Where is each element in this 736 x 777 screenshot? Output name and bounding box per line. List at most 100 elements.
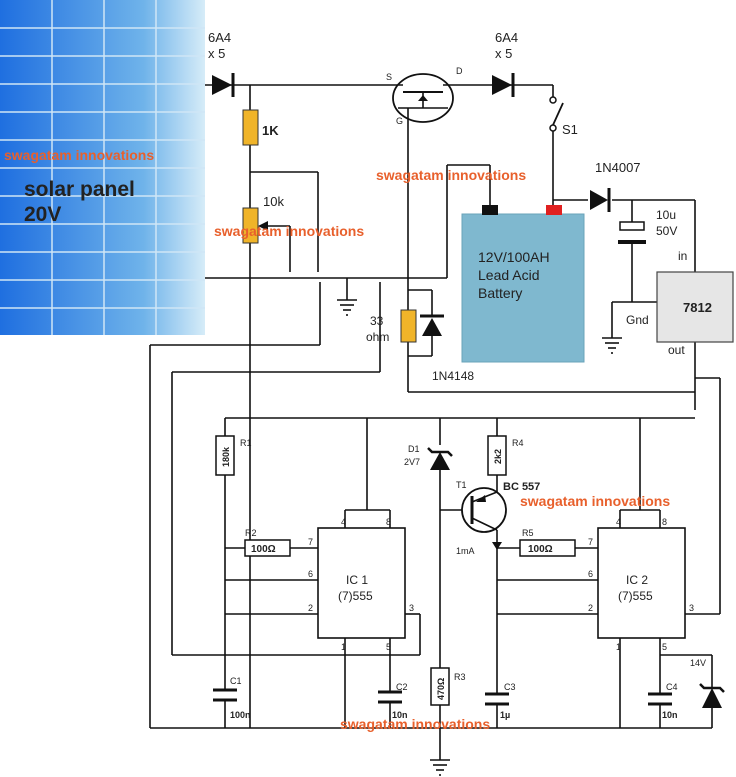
battery-line3: Battery [478, 285, 522, 301]
battery [461, 205, 585, 363]
switch-label: S1 [562, 122, 578, 137]
zener-14v [699, 672, 725, 708]
ic2-pin6: 6 [588, 569, 593, 579]
capacitor-c4 [648, 690, 672, 712]
pot-wiper-arrow [258, 221, 268, 231]
resistor-33-ohm [400, 309, 417, 343]
cap-10u-line2: 50V [656, 224, 677, 238]
ground-symbol-regulator [602, 337, 622, 354]
panel-label-line2: 20V [24, 203, 61, 226]
wires [149, 84, 721, 760]
d1-value: 2V7 [404, 457, 420, 467]
battery-line1: 12V/100AH [478, 249, 550, 265]
ic1-pin5: 5 [386, 642, 391, 652]
resistor-1k [242, 109, 259, 146]
diode-1n4148-label: 1N4148 [432, 369, 474, 383]
ic1-555 [317, 527, 406, 639]
diode-1n4007-label: 1N4007 [595, 160, 641, 175]
r1-value: 180k [221, 446, 231, 467]
r3-ref: R3 [454, 672, 466, 682]
regulator-out: out [668, 343, 685, 357]
current-arrow-icon [492, 542, 502, 550]
zener-d1 [427, 447, 453, 470]
ic2-pin5: 5 [662, 642, 667, 652]
r3-value: 470Ω [436, 678, 446, 700]
diode-1n4148 [420, 314, 444, 336]
cap-10u-line1: 10u [656, 208, 676, 222]
c3-value: 1µ [500, 710, 510, 720]
watermark-4: swagatam innovations [520, 493, 670, 509]
watermark-5: swagatam innovations [340, 716, 490, 732]
r4-value: 2k2 [493, 449, 503, 464]
t1-ref: T1 [456, 480, 467, 490]
pot-label: 10k [263, 194, 284, 209]
ic2-line1: IC 2 [626, 573, 648, 587]
capacitor-c1 [213, 685, 237, 712]
ic2-555 [597, 527, 686, 639]
ic2-pin3: 3 [689, 603, 694, 613]
d1-ref: D1 [408, 444, 420, 454]
r5-ref: R5 [522, 528, 534, 538]
diode-in-count: x 5 [208, 46, 225, 61]
r4-ref: R4 [512, 438, 524, 448]
ic2-pin7: 7 [588, 537, 593, 547]
regulator-7812 [656, 271, 734, 343]
solar-panel: solar panel 20V [0, 0, 205, 335]
transistor-t1 [461, 487, 507, 533]
r5-value: 100Ω [528, 544, 553, 555]
resistor-r1 [215, 435, 235, 476]
zener-14v-label: 14V [690, 658, 706, 668]
capacitor-10u [618, 221, 646, 244]
ic2-pin8: 8 [662, 517, 667, 527]
ic1-pin3: 3 [409, 603, 414, 613]
mosfet-s-label: S [386, 72, 392, 82]
c2-ref: C2 [396, 682, 408, 692]
panel-label-line1: solar panel [24, 178, 135, 201]
c2-value: 10n [392, 710, 408, 720]
potentiometer-10k [242, 207, 259, 244]
diode-1n4007 [590, 188, 611, 212]
diode-out-count: x 5 [495, 46, 512, 61]
mosfet [385, 73, 460, 123]
capacitor-c2 [378, 688, 402, 712]
ic1-pin7: 7 [308, 537, 313, 547]
c3-ref: C3 [504, 682, 516, 692]
r33-line1: 33 [370, 314, 384, 328]
ic1-pin6: 6 [308, 569, 313, 579]
battery-line2: Lead Acid [478, 267, 540, 283]
watermark-1: swagatam innovations [4, 147, 154, 163]
ic1-pin4: 4 [341, 517, 346, 527]
resistor-r2 [244, 539, 291, 557]
mosfet-g-label: G [396, 116, 403, 126]
diode-6a4-output [492, 73, 515, 97]
diode-6a4-input [212, 73, 235, 97]
watermark-3: swagatam innovations [214, 223, 364, 239]
watermark-2: swagatam innovations [376, 167, 526, 183]
c4-value: 10n [662, 710, 678, 720]
ground-symbol-center [337, 299, 357, 316]
ic2-pin4: 4 [616, 517, 621, 527]
regulator-name: 7812 [683, 300, 712, 315]
ic1-line1: IC 1 [346, 573, 368, 587]
t1-current: 1mA [456, 546, 475, 556]
r2-value: 100Ω [251, 544, 276, 555]
r2-ref: R2 [245, 528, 257, 538]
mosfet-d-label: D [456, 66, 463, 76]
resistor-r5 [519, 539, 576, 557]
ic2-pin1: 1 [616, 642, 621, 652]
ic2-pin2: 2 [588, 603, 593, 613]
ic1-pin8: 8 [386, 517, 391, 527]
ic1-pin2: 2 [308, 603, 313, 613]
resistor-1k-label: 1K [262, 123, 279, 138]
ic1-line2: (7)555 [338, 589, 373, 603]
regulator-in: in [678, 249, 687, 263]
resistor-r4 [487, 435, 507, 476]
regulator-gnd: Gnd [626, 313, 649, 327]
r1-ref: R1 [240, 438, 252, 448]
t1-value: BC 557 [503, 481, 540, 493]
diode-in-name: 6A4 [208, 30, 231, 45]
resistor-r3 [430, 667, 450, 706]
c4-ref: C4 [666, 682, 678, 692]
